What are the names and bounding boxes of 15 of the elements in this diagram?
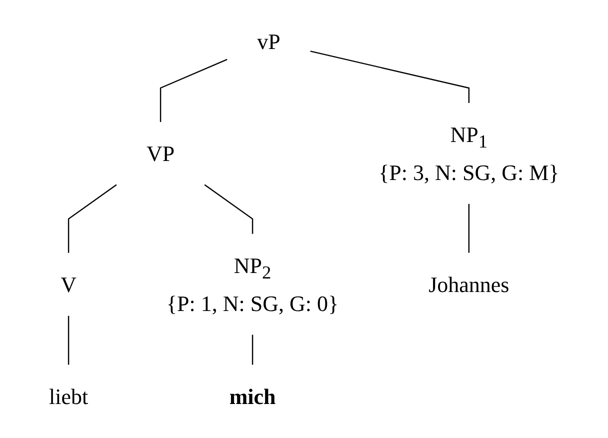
node-text: Johannes	[428, 272, 510, 297]
node-text: liebt	[48, 384, 88, 409]
connector	[252, 334, 254, 365]
connector	[160, 58, 228, 122]
node-text: V	[60, 272, 76, 297]
node-text: mich	[229, 384, 276, 409]
connector	[68, 184, 117, 253]
connector	[310, 50, 470, 104]
connector	[468, 204, 470, 253]
node-text: NP$_{1}$ {P: 3, N: SG, G: M}	[378, 122, 560, 185]
node-text: NP$_{2}$ {P: 1, N: SG, G: 0}	[166, 253, 338, 316]
connector	[68, 316, 70, 365]
node-text: VP	[146, 141, 174, 166]
node-text: vP	[256, 29, 280, 54]
connector	[204, 184, 254, 234]
